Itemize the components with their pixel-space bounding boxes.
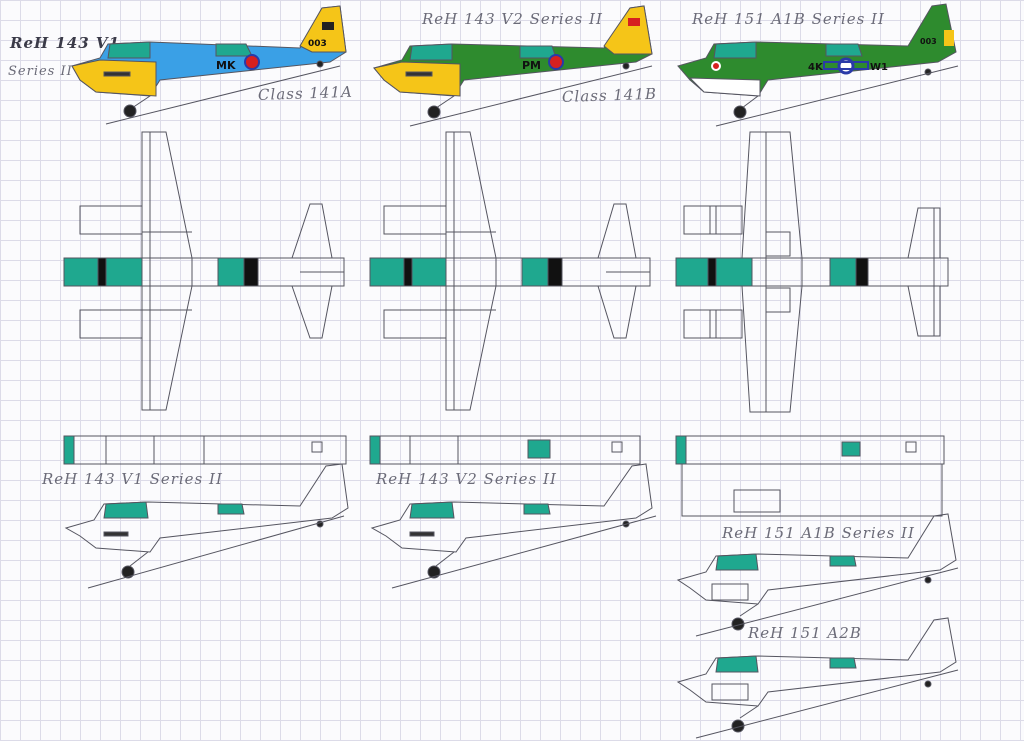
v1-side-colored: MK 003 [71, 5, 347, 125]
v1-strip [63, 435, 347, 465]
a2b-side-line [676, 617, 959, 739]
a1b-tail-text: 003 [920, 37, 937, 46]
v2-strip [369, 435, 641, 465]
v1-tail-text: 003 [308, 39, 327, 49]
label-low-a2b: ReH 151 A2B [748, 624, 862, 642]
label-a1b-name: ReH 151 A1B Series II [692, 10, 885, 28]
v2-plan-view [369, 131, 651, 411]
v2-side-line [370, 463, 657, 589]
v2-code-text: PM [522, 59, 541, 72]
a1b-code-left-text: 4K [808, 62, 824, 73]
v1-plan-view [63, 131, 345, 411]
label-low-v2: ReH 143 V2 Series II [376, 470, 557, 488]
label-low-a1b: ReH 151 A1B Series II [722, 524, 915, 542]
a1b-code-right-text: W1 [870, 62, 888, 73]
label-low-v1: ReH 143 V1 Series II [42, 470, 223, 488]
label-v2-name: ReH 143 V2 Series II [422, 10, 603, 28]
a1b-side-line [676, 513, 959, 637]
v1-side-line [64, 463, 349, 589]
label-v1-name: ReH 143 V1 [10, 34, 121, 52]
label-v1-series: Series II [8, 64, 73, 79]
v2-side-colored: PM [373, 5, 653, 127]
a1b-plan-view [675, 131, 949, 413]
a1b-strip [675, 435, 945, 517]
a1b-side-colored: 4K W1 003 [677, 3, 959, 127]
v1-code-text: MK [216, 59, 236, 72]
